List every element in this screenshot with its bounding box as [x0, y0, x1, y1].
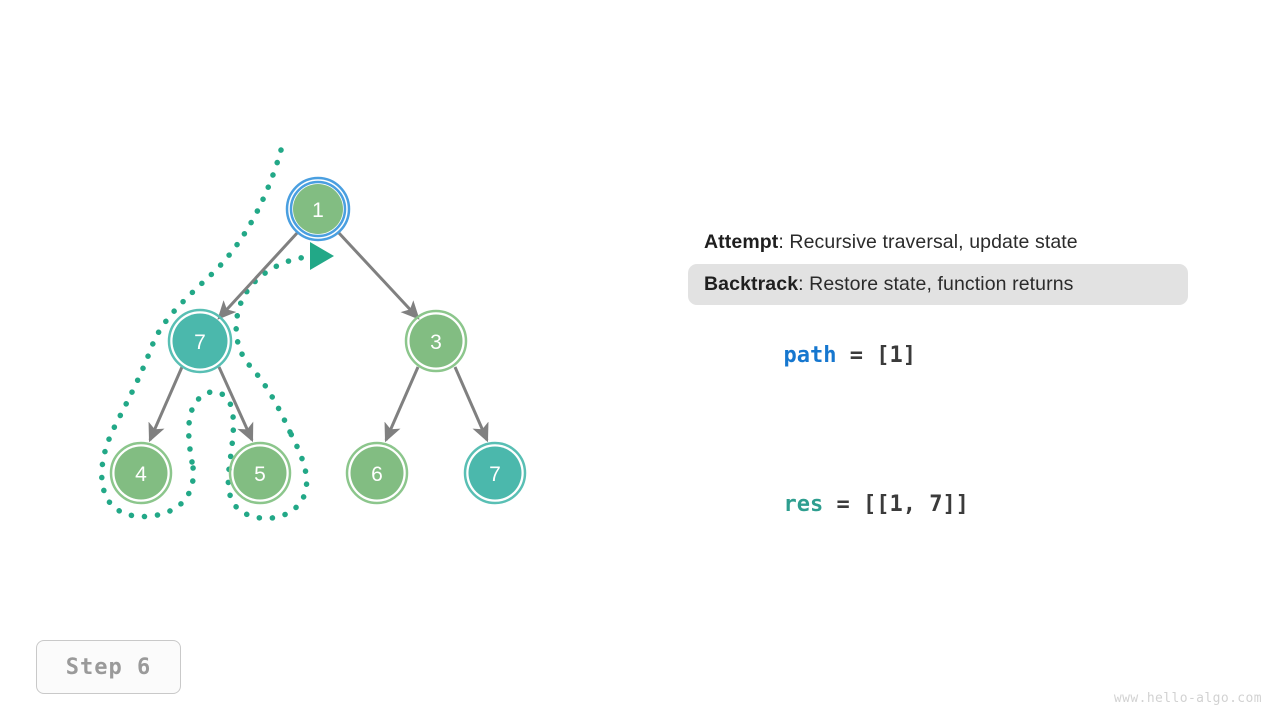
- step-badge-label: Step 6: [65, 654, 152, 680]
- code-value-res: = [[1, 7]]: [823, 492, 969, 517]
- edge-1-7l: [217, 230, 300, 320]
- backtrack-path-outer: [98, 147, 284, 520]
- tree-node-1[interactable]: 1: [285, 176, 351, 242]
- tree-node-1-label: 1: [312, 199, 324, 222]
- edge-3-6: [384, 366, 420, 443]
- tree-node-6-label: 6: [371, 463, 383, 486]
- tree-node-7-left-label: 7: [194, 331, 206, 354]
- tree-node-6[interactable]: 6: [345, 441, 409, 505]
- legend-attempt-rest: : Recursive traversal, update state: [778, 231, 1078, 253]
- binary-tree-diagram: 1 7 3 4: [0, 0, 640, 640]
- code-variable-path: path: [783, 343, 837, 368]
- step-badge: Step 6: [36, 640, 181, 694]
- code-line-res: res = [[1, 7]]: [688, 472, 1188, 538]
- tree-node-5-label: 5: [254, 463, 266, 486]
- watermark: www.hello-algo.com: [1113, 691, 1262, 706]
- code-line-path: path = [1]: [688, 323, 1188, 389]
- code-value-path: = [1]: [836, 343, 916, 368]
- legend-attempt-lead: Attempt: [704, 231, 779, 253]
- legend-row-backtrack: Backtrack: Restore state, function retur…: [688, 263, 1188, 305]
- legend-backtrack-rest: : Restore state, function returns: [798, 272, 1074, 295]
- code-variable-res: res: [783, 492, 824, 517]
- tree-nodes: 1 7 3 4: [109, 176, 527, 505]
- tree-node-3[interactable]: 3: [404, 309, 468, 373]
- tree-node-7-left[interactable]: 7: [167, 308, 233, 374]
- backtrack-path-mid-loop: [186, 389, 310, 521]
- edge-7l-4: [148, 366, 184, 443]
- legend-backtrack-lead: Backtrack: [704, 272, 799, 295]
- tree-svg: 1 7 3 4: [98, 147, 527, 521]
- edge-1-3: [336, 230, 420, 320]
- tree-node-4[interactable]: 4: [109, 441, 173, 505]
- tree-node-4-label: 4: [135, 463, 147, 486]
- backtrack-arrowhead-icon: [310, 242, 334, 270]
- tree-node-7-right[interactable]: 7: [463, 441, 527, 505]
- info-panel: Attempt: Recursive traversal, update sta…: [688, 222, 1188, 538]
- edge-7l-5: [217, 366, 254, 443]
- edge-3-7r: [453, 366, 489, 443]
- tree-node-3-label: 3: [430, 331, 442, 354]
- tree-node-5[interactable]: 5: [228, 441, 292, 505]
- backtrack-path-ascent: [233, 253, 325, 435]
- backtrack-path-group: [98, 147, 334, 521]
- tree-node-7-right-label: 7: [489, 463, 501, 486]
- tree-edges: [148, 230, 489, 443]
- legend-row-attempt: Attempt: Recursive traversal, update sta…: [688, 222, 1188, 264]
